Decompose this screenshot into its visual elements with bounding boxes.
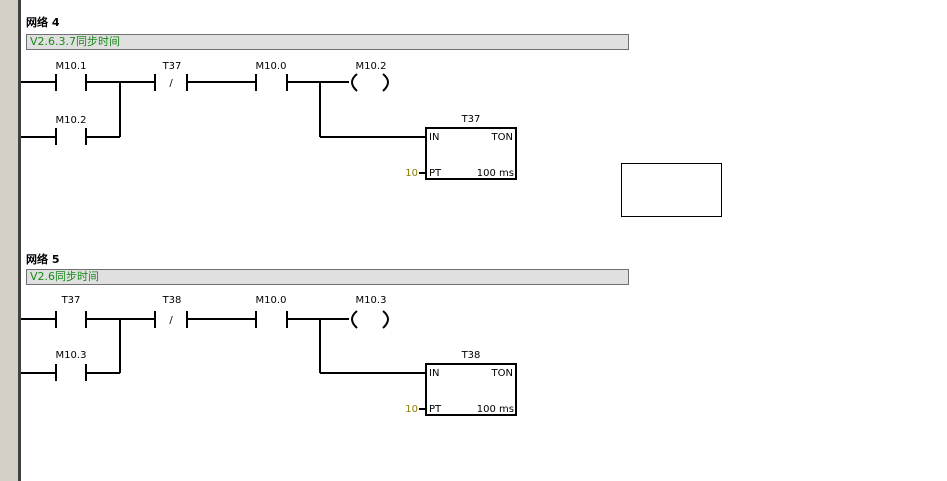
contact-m10-1[interactable] xyxy=(55,74,87,91)
network-5-rung xyxy=(21,318,426,410)
label-timer-t38: T38 xyxy=(461,350,481,361)
empty-selection-box[interactable] xyxy=(621,163,722,217)
contact-m10-0-net4[interactable] xyxy=(255,74,288,91)
label-timer-t37: T37 xyxy=(461,114,481,125)
label-contact-m10-1: M10.1 xyxy=(56,61,87,72)
nc-slash-symbol: / xyxy=(169,315,173,326)
coil-m10-2[interactable] xyxy=(351,73,389,92)
contact-m10-3-parallel[interactable] xyxy=(55,364,87,381)
network-4-rung xyxy=(21,81,426,174)
label-contact-m10-0: M10.0 xyxy=(256,61,287,72)
contact-m10-0-net5[interactable] xyxy=(255,311,288,328)
timer-box-t37[interactable] xyxy=(425,127,517,180)
label-contact-t38-nc: T38 xyxy=(162,295,182,306)
left-gutter xyxy=(0,0,18,481)
contact-nc-t38[interactable] xyxy=(154,311,188,328)
timer-pt-label: PT xyxy=(429,168,442,179)
network-4-title[interactable]: 网络 4 xyxy=(26,16,60,29)
label-contact-m10-3: M10.3 xyxy=(56,350,87,361)
timer-base-label: 100 ms xyxy=(477,168,514,179)
label-contact-t37-nc: T37 xyxy=(162,61,182,72)
timer-box-t38[interactable] xyxy=(425,363,517,416)
timer-type-label: TON xyxy=(491,368,513,379)
power-rail xyxy=(18,0,21,481)
timer-pt-value[interactable]: 10 xyxy=(405,168,418,179)
timer-type-label: TON xyxy=(491,132,513,143)
label-contact-t37: T37 xyxy=(61,295,81,306)
coil-m10-3[interactable] xyxy=(351,310,389,329)
network-4-comment[interactable]: V2.6.3.7同步时间 xyxy=(26,34,629,50)
contact-t37[interactable] xyxy=(55,311,87,328)
label-contact-m10-2: M10.2 xyxy=(56,115,87,126)
network-5-title[interactable]: 网络 5 xyxy=(26,253,60,266)
timer-in-label: IN xyxy=(429,368,439,379)
nc-slash-symbol: / xyxy=(169,78,173,89)
timer-pt-value[interactable]: 10 xyxy=(405,404,418,415)
label-coil-m10-3: M10.3 xyxy=(356,295,387,306)
contact-nc-t37[interactable] xyxy=(154,74,188,91)
timer-in-label: IN xyxy=(429,132,439,143)
label-coil-m10-2: M10.2 xyxy=(356,61,387,72)
timer-pt-label: PT xyxy=(429,404,442,415)
contact-m10-2-parallel[interactable] xyxy=(55,128,87,145)
label-contact-m10-0: M10.0 xyxy=(256,295,287,306)
network-5-comment[interactable]: V2.6同步时间 xyxy=(26,269,629,285)
timer-base-label: 100 ms xyxy=(477,404,514,415)
